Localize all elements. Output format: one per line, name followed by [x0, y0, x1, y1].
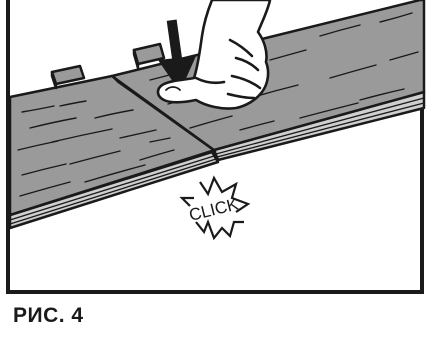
figure-caption: РИС. 4	[13, 304, 84, 328]
click-label: CLICK	[187, 194, 241, 225]
